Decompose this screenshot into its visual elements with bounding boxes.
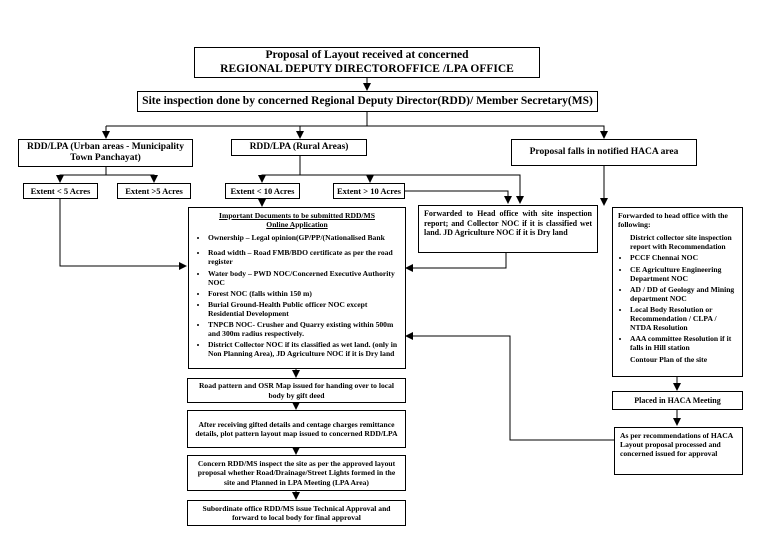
list-item: Ownership – Legal opinion(GP/PP/(Nationa… (208, 233, 400, 242)
urban-areas-line1: RDD/LPA (Urban areas - Municipality (27, 141, 184, 152)
extent-less-5-text: Extent < 5 Acres (30, 185, 91, 196)
extent-less-10-text: Extent < 10 Acres (230, 185, 295, 196)
haca-recommendation-text: As per recommendations of HACA Layout pr… (620, 431, 733, 459)
list-item: AAA committee Resolution if it falls in … (630, 334, 737, 352)
list-item: Water body – PWD NOC/Concerned Executive… (208, 269, 400, 287)
list-item: Burial Ground-Health Public officer NOC … (208, 300, 400, 318)
documents-list: Ownership – Legal opinion(GP/PP/(Nationa… (194, 233, 400, 358)
list-item: PCCF Chennai NOC (630, 253, 737, 262)
extent-less-10-box: Extent < 10 Acres (225, 183, 300, 199)
list-item: Forest NOC (falls within 150 m) (208, 289, 400, 298)
technical-approval-text: Subordinate office RDD/MS issue Technica… (202, 503, 391, 522)
documents-heading-line2: Online Application (266, 220, 328, 230)
extent-more-5-box: Extent >5 Acres (117, 183, 191, 199)
road-pattern-box: Road pattern and OSR Map issued for hand… (187, 378, 406, 403)
list-item: District Collector NOC if its classified… (208, 340, 400, 358)
site-inspection-text: Site inspection done by concerned Region… (142, 94, 593, 107)
gifted-details-box: After receiving gifted details and centa… (187, 410, 406, 448)
gifted-details-text: After receiving gifted details and centa… (195, 419, 398, 438)
proposal-title-line2: REGIONAL DEPUTY DIRECTOROFFICE /LPA OFFI… (220, 62, 514, 75)
list-item: District collector site inspection repor… (630, 233, 732, 252)
haca-meeting-text: Placed in HACA Meeting (634, 395, 721, 405)
proposal-title-line1: Proposal of Layout received at concerned (265, 48, 469, 61)
site-inspection-box: Site inspection done by concerned Region… (137, 91, 598, 112)
haca-forward-list: District collector site inspection repor… (618, 233, 737, 352)
haca-recommendation-box: As per recommendations of HACA Layout pr… (614, 427, 743, 475)
rural-areas-box: RDD/LPA (Rural Areas) (231, 139, 367, 156)
haca-meeting-box: Placed in HACA Meeting (612, 391, 743, 410)
documents-heading: Important Documents to be submitted RDD/… (194, 211, 400, 229)
head-office-box: Forwarded to Head office with site inspe… (418, 205, 598, 253)
proposal-title-box: Proposal of Layout received at concerned… (194, 47, 540, 78)
list-item: TNPCB NOC- Crusher and Quarry existing w… (208, 320, 400, 338)
extent-more-5-text: Extent >5 Acres (125, 185, 183, 196)
documents-heading-line1: Important Documents to be submitted RDD/… (219, 211, 375, 220)
urban-areas-line2: Town Panchayat) (70, 153, 141, 163)
list-item: CE Agriculture Engineering Department NO… (630, 265, 737, 283)
documents-box: Important Documents to be submitted RDD/… (188, 207, 406, 369)
haca-forward-tail: Contour Plan of the site (630, 354, 708, 364)
list-item: AD / DD of Geology and Mining department… (630, 285, 737, 303)
haca-forward-box: Forwarded to head office with the follow… (612, 207, 743, 377)
site-check-text: Concern RDD/MS inspect the site as per t… (197, 459, 396, 487)
list-item: Local Body Resolution or Recommendation … (630, 305, 737, 332)
haca-area-text: Proposal falls in notified HACA area (529, 146, 679, 157)
haca-forward-intro: Forwarded to head office with the follow… (618, 211, 728, 230)
road-pattern-text: Road pattern and OSR Map issued for hand… (198, 381, 395, 400)
haca-area-box: Proposal falls in notified HACA area (511, 139, 697, 166)
extent-more-10-box: Extent > 10 Acres (333, 183, 405, 199)
site-check-box: Concern RDD/MS inspect the site as per t… (187, 455, 406, 491)
rural-areas-text: RDD/LPA (Rural Areas) (249, 141, 349, 152)
technical-approval-box: Subordinate office RDD/MS issue Technica… (187, 500, 406, 526)
list-item: Road width – Road FMB/BDO certificate as… (208, 248, 400, 266)
head-office-text: Forwarded to Head office with site inspe… (424, 209, 592, 238)
extent-less-5-box: Extent < 5 Acres (23, 183, 98, 199)
urban-areas-box: RDD/LPA (Urban areas - Municipality Town… (18, 139, 193, 167)
extent-more-10-text: Extent > 10 Acres (337, 185, 401, 196)
